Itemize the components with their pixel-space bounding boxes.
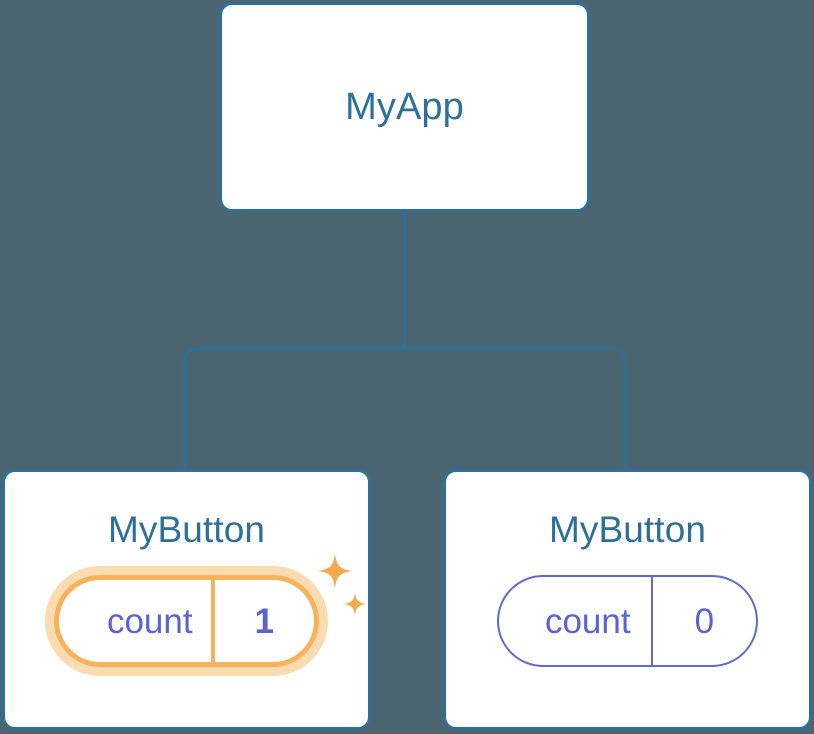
node-title: MyApp	[345, 86, 464, 128]
node-myapp[interactable]: MyApp	[219, 2, 590, 212]
state-pill-wrap: count 0	[496, 575, 759, 667]
state-value: 1	[210, 580, 314, 662]
node-title: MyButton	[107, 509, 266, 550]
connector-branch-bus	[183, 346, 627, 469]
node-mybutton-right[interactable]: MyButton count 0	[443, 469, 812, 730]
state-pill-active[interactable]: count 1	[53, 575, 320, 667]
sparkle-icon	[318, 553, 367, 616]
state-pill[interactable]: count 0	[496, 575, 759, 667]
node-title: MyButton	[548, 509, 707, 550]
state-pill-wrap: count 1	[53, 553, 367, 667]
state-key: count	[106, 601, 193, 641]
state-key: count	[544, 601, 631, 641]
node-mybutton-left[interactable]: MyButton count 1	[2, 469, 371, 730]
state-value: 0	[650, 577, 756, 665]
